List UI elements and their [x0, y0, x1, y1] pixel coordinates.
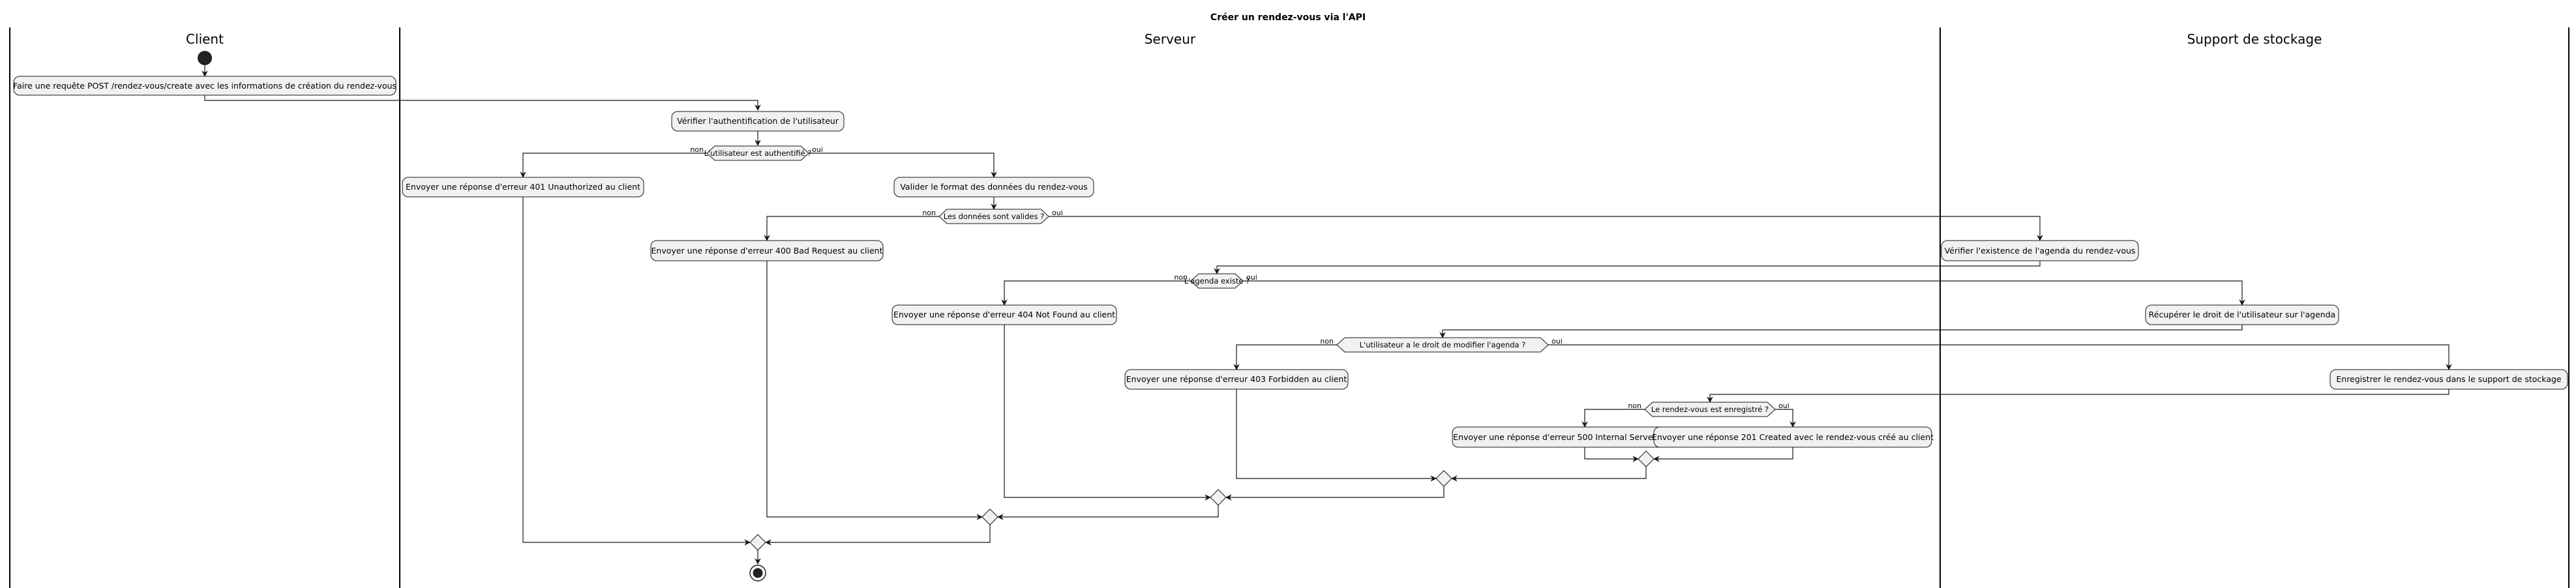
- branch-label-yes: oui: [1778, 402, 1790, 410]
- decision-valid-data: Les données sont valides ? non oui: [922, 209, 1063, 224]
- activity-post-request: Faire une requête POST /rendez-vous/crea…: [13, 76, 397, 96]
- activity-error-404: Envoyer une réponse d'erreur 404 Not Fou…: [891, 304, 1117, 325]
- decision-saved: Le rendez-vous est enregistré ? non oui: [1628, 402, 1790, 417]
- flow-connectors: [202, 65, 2452, 565]
- branch-label-yes: oui: [1052, 209, 1063, 217]
- branch-label-no: non: [1320, 337, 1334, 345]
- branch-label-yes: oui: [1551, 337, 1563, 345]
- merge-diamond: [1435, 470, 1452, 487]
- svg-text:Envoyer une réponse d'erreur 4: Envoyer une réponse d'erreur 400 Bad Req…: [651, 246, 883, 256]
- activity-check-agenda: Vérifier l'existence de l'agenda du rend…: [1941, 240, 2139, 261]
- activity-created-201: Envoyer une réponse 201 Created avec le …: [1652, 426, 1934, 448]
- lane-support-stockage: Support de stockage: [2187, 31, 2322, 47]
- diagram-title: Créer un rendez-vous via l'API: [1210, 12, 1366, 23]
- activity-get-user-right: Récupérer le droit de l'utilisateur sur …: [2145, 304, 2339, 325]
- activity-error-401: Envoyer une réponse d'erreur 401 Unautho…: [402, 177, 644, 198]
- svg-text:L'agenda existe ?: L'agenda existe ?: [1184, 276, 1250, 286]
- activity-verify-authentication: Vérifier l'authentification de l'utilisa…: [671, 111, 845, 132]
- svg-text:Envoyer une réponse d'erreur 4: Envoyer une réponse d'erreur 401 Unautho…: [406, 182, 640, 192]
- merge-diamond: [1638, 450, 1655, 467]
- branch-label-no: non: [1174, 273, 1188, 282]
- svg-text:Vérifier l'existence de l'agen: Vérifier l'existence de l'agenda du rend…: [1945, 246, 2136, 256]
- svg-text:Valider le format des données: Valider le format des données du rendez-…: [900, 182, 1087, 192]
- svg-text:Envoyer une réponse d'erreur 5: Envoyer une réponse d'erreur 500 Interna…: [1453, 432, 1716, 442]
- branch-label-yes: oui: [812, 145, 823, 154]
- branch-label-no: non: [1628, 402, 1641, 410]
- end-node: [749, 565, 766, 581]
- activity-save-appointment: Enregistrer le rendez-vous dans le suppo…: [2329, 369, 2568, 390]
- activity-error-400: Envoyer une réponse d'erreur 400 Bad Req…: [650, 240, 884, 261]
- start-node: [198, 51, 212, 65]
- svg-text:Les données sont valides ?: Les données sont valides ?: [944, 212, 1045, 221]
- activity-error-403: Envoyer une réponse d'erreur 403 Forbidd…: [1124, 369, 1349, 390]
- decision-authenticated: L'utilisateur est authentifié ? non oui: [690, 145, 823, 161]
- lane-client: Client: [186, 31, 224, 47]
- svg-text:Récupérer le droit de l'utilis: Récupérer le droit de l'utilisateur sur …: [2149, 310, 2336, 319]
- merge-nodes: [749, 450, 1655, 551]
- svg-text:L'utilisateur est authentifié: L'utilisateur est authentifié ?: [704, 149, 812, 158]
- svg-text:Vérifier l'authentification de: Vérifier l'authentification de l'utilisa…: [677, 116, 839, 126]
- svg-text:Envoyer une réponse d'erreur 4: Envoyer une réponse d'erreur 404 Not Fou…: [893, 310, 1115, 319]
- decision-can-modify: L'utilisateur a le droit de modifier l'a…: [1320, 337, 1563, 353]
- merge-diamond: [749, 534, 766, 551]
- svg-text:Enregistrer le rendez-vous dan: Enregistrer le rendez-vous dans le suppo…: [2336, 374, 2562, 384]
- activity-validate-format: Valider le format des données du rendez-…: [893, 177, 1094, 198]
- branch-label-yes: oui: [1246, 273, 1257, 282]
- svg-text:L'utilisateur a le droit de mo: L'utilisateur a le droit de modifier l'a…: [1360, 340, 1526, 349]
- merge-diamond: [981, 508, 998, 525]
- svg-text:Envoyer une réponse 201 Create: Envoyer une réponse 201 Created avec le …: [1652, 432, 1934, 442]
- svg-text:Le rendez-vous est enregistré: Le rendez-vous est enregistré ?: [1651, 405, 1769, 414]
- merge-diamond: [1210, 489, 1227, 506]
- activity-error-500: Envoyer une réponse d'erreur 500 Interna…: [1452, 426, 1718, 448]
- branch-label-no: non: [690, 145, 704, 154]
- lane-serveur: Serveur: [1145, 31, 1196, 47]
- svg-text:Envoyer une réponse d'erreur 4: Envoyer une réponse d'erreur 403 Forbidd…: [1126, 374, 1347, 384]
- decision-agenda-exists: L'agenda existe ? non oui: [1174, 273, 1257, 289]
- swimlane-separators: [9, 27, 2569, 588]
- svg-text:Faire une requête POST /rendez: Faire une requête POST /rendez-vous/crea…: [13, 81, 397, 91]
- branch-label-no: non: [922, 209, 936, 217]
